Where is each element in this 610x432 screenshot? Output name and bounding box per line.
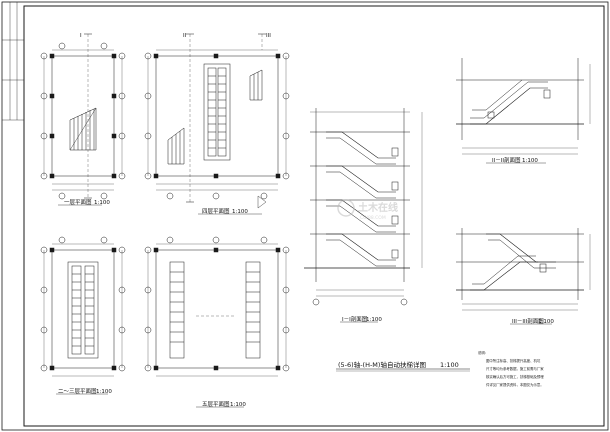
scale-plan-fourth: 1:100 [232, 209, 248, 215]
sheet-title: (5-6)轴-(H-M)轴自动扶梯详图 [338, 360, 426, 369]
caption-section-i: I－I剖面图 [342, 315, 368, 323]
scale-plan-ground: 1:100 [94, 200, 110, 206]
watermark: 土木在线 COI88.COM [337, 199, 398, 221]
escalator-fifth-right [245, 261, 261, 359]
caption-section-ii: II－II剖面图 [492, 156, 521, 164]
scale-plan-second-third: 1:100 [96, 389, 112, 395]
scale-section-iii: 1:100 [538, 319, 554, 325]
plan-ground-floor [40, 33, 126, 206]
plan-second-third-floor [40, 236, 126, 395]
stair-fourth [167, 69, 263, 165]
watermark-sub: COI88.COM [360, 215, 386, 221]
plan-fifth-floor [144, 236, 290, 408]
section-mark-iii: III [266, 33, 271, 39]
caption-section-iii: III－III剖面图 [512, 317, 544, 325]
plan-fourth-floor [144, 33, 290, 215]
note-line-1: 图中所注标高、扶梯提升高度、机坑 [486, 358, 541, 363]
escalator-second-third [67, 261, 99, 359]
section-i-i [304, 108, 423, 323]
caption-plan-second-third: 二～三层平面图 [58, 387, 97, 395]
sheet-title-scale: 1:100 [440, 361, 459, 369]
escalator-fourth [203, 63, 231, 161]
note-line-4: 件详见厂家提供资料，本图仅为示意。 [486, 382, 544, 387]
caption-plan-fourth: 四层平面图 [202, 207, 230, 215]
stair-ground [69, 107, 97, 151]
section-mark-ii: II [183, 33, 187, 39]
scale-plan-fifth: 1:100 [230, 402, 246, 408]
section-mark-i: I [80, 33, 82, 39]
escalator-fifth-left [169, 261, 185, 359]
general-notes: 说明： 图中所注标高、扶梯提升高度、机坑 尺寸等均为参考数据，施工前需与厂家 核… [478, 350, 544, 387]
caption-plan-ground: 一层平面图 [64, 198, 92, 206]
caption-plan-fifth: 五层平面图 [202, 400, 230, 408]
notes-label: 说明： [478, 350, 488, 355]
scale-section-i: 1:100 [366, 317, 382, 323]
watermark-text: 土木在线 [358, 201, 398, 214]
section-iii-iii [456, 228, 591, 325]
scale-section-ii: 1:100 [522, 158, 538, 164]
note-line-2: 尺寸等均为参考数据，施工前需与厂家 [486, 366, 544, 371]
section-ii-ii [456, 58, 591, 164]
note-line-3: 核实确认后方可施工，扶梯基础及预埋 [486, 374, 544, 379]
